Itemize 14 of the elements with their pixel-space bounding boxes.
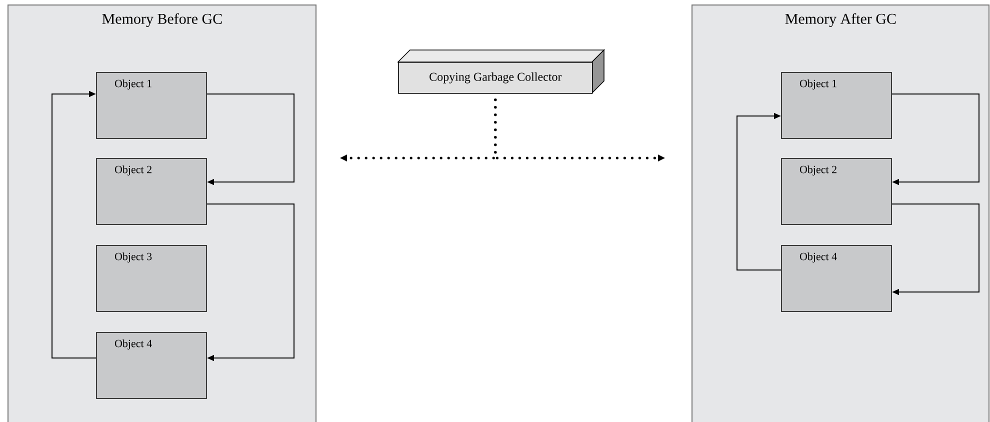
object-box: Object 3 (96, 245, 207, 312)
object-box: Object 2 (96, 158, 207, 225)
arrow (206, 204, 294, 362)
object-box: Object 1 (96, 72, 207, 139)
arrow (892, 204, 980, 296)
object-box: Object 4 (781, 245, 892, 312)
object-box: Object 2 (781, 158, 892, 225)
arrow (206, 94, 294, 186)
object-box: Object 1 (781, 72, 892, 139)
arrow (736, 112, 782, 270)
arrow (494, 98, 665, 162)
object-box: Object 4 (96, 332, 207, 399)
arrow (52, 90, 97, 358)
arrow (892, 94, 980, 186)
